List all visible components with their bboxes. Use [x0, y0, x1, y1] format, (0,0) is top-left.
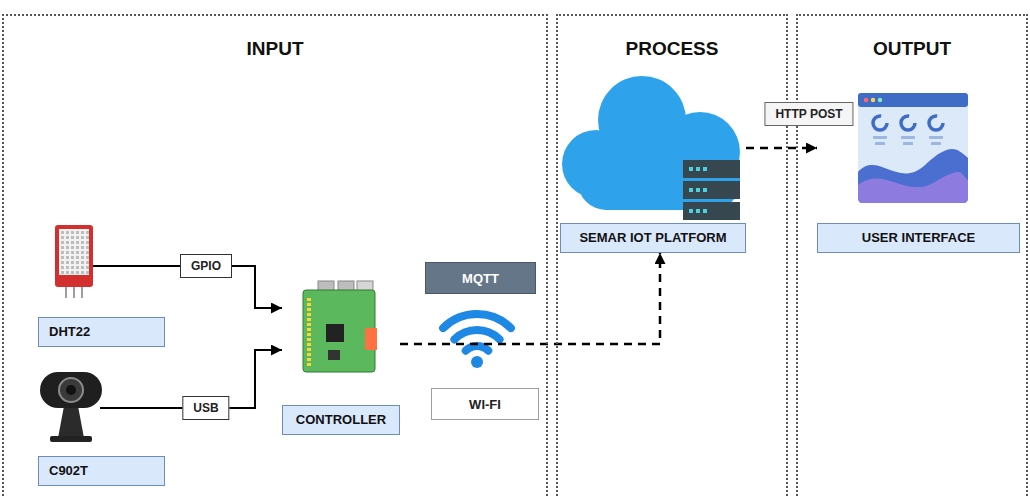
- gauge-line: [901, 136, 915, 139]
- server-icon: [683, 160, 740, 220]
- section-heading: OUTPUT: [798, 16, 1026, 60]
- webcam-base: [50, 436, 92, 442]
- server-unit: [683, 181, 740, 199]
- window-body: [858, 93, 968, 203]
- section-heading: INPUT: [4, 16, 546, 60]
- window-dot: [864, 98, 868, 102]
- dht22-sensor: [55, 225, 166, 298]
- section-panel: OUTPUT USER INTERFACE: [796, 14, 1028, 496]
- gauge: [929, 116, 943, 130]
- sensor-board: [55, 225, 93, 287]
- platform-node: SEMAR IOT PLATFORM: [560, 78, 746, 253]
- area-chart: [858, 172, 968, 203]
- edge-label: USB: [182, 396, 229, 420]
- edge-label-holder: HTTP POST: [764, 102, 853, 126]
- section-heading: PROCESS: [558, 16, 786, 60]
- edge-label: HTTP POST: [764, 102, 853, 126]
- gauge-line: [929, 136, 943, 139]
- section-panel: PROCESS SEMAR IOT PLATFORM: [556, 14, 788, 496]
- gauge: [873, 116, 887, 130]
- node-label: DHT22: [38, 317, 165, 347]
- cloud-part: [578, 150, 740, 210]
- gauge-line: [931, 142, 941, 145]
- sensor-pin: [73, 287, 75, 298]
- node-label: USER INTERFACE: [817, 223, 1020, 253]
- sensor-pin: [65, 287, 67, 298]
- section-panel: INPUT DHT22C902T CONTROLLER MQTT WI-FI: [2, 14, 548, 496]
- pi-chip: [328, 350, 340, 360]
- raspberry-pi: [303, 281, 377, 372]
- protocol-box: MQTT: [425, 262, 536, 294]
- sensor-pin: [81, 287, 83, 298]
- wifi-arc: [466, 346, 489, 351]
- webcam-stand: [58, 406, 84, 438]
- webcam-body: [40, 372, 102, 408]
- wifi-icon: [443, 314, 511, 368]
- dashboard-icon: [858, 93, 968, 203]
- window-dot: [878, 98, 882, 102]
- window-dot: [871, 98, 875, 102]
- wifi-dot: [471, 356, 483, 368]
- webcam-lens: [59, 378, 83, 402]
- box-label: MQTT: [462, 271, 499, 286]
- server-unit: [683, 160, 740, 178]
- gpio-header: [307, 298, 311, 366]
- dashed-connector: [400, 253, 660, 344]
- area-chart: [858, 149, 968, 203]
- edge-label-holder: USB: [182, 396, 229, 420]
- gauge-line: [903, 142, 913, 145]
- server-led: [689, 188, 693, 192]
- sensor-holes: [59, 229, 89, 275]
- wifi-arc: [443, 314, 511, 328]
- edge-label-holder: GPIO: [180, 254, 232, 278]
- server-led: [703, 188, 707, 192]
- usb-wire: [100, 407, 166, 409]
- box-label: WI-FI: [469, 397, 501, 412]
- cloud-icon: [562, 76, 740, 210]
- server-led: [689, 209, 693, 213]
- server-led: [689, 167, 693, 171]
- sensor-wire: [93, 265, 166, 267]
- edge-label: GPIO: [180, 254, 232, 278]
- dashed-connector: [746, 147, 817, 150]
- server-led: [703, 209, 707, 213]
- gauge-line: [873, 136, 887, 139]
- node-label: CONTROLLER: [282, 405, 400, 435]
- node-label: C902T: [38, 456, 165, 486]
- window-bar: [858, 93, 968, 107]
- webcam-lens-core: [66, 385, 76, 395]
- network-box: WI-FI: [431, 388, 539, 420]
- server-unit: [683, 202, 740, 220]
- wifi-arc: [454, 330, 499, 339]
- controller-node: CONTROLLER: [282, 282, 400, 435]
- device-node: DHT22: [38, 222, 165, 347]
- pi-connector: [365, 328, 377, 350]
- node-label: SEMAR IOT PLATFORM: [560, 223, 746, 253]
- server-led: [696, 167, 700, 171]
- server-led: [696, 209, 700, 213]
- device-node: C902T: [38, 368, 165, 486]
- server-led: [703, 167, 707, 171]
- gauge-line: [875, 142, 885, 145]
- gauge: [901, 116, 915, 130]
- pi-chip: [326, 324, 344, 342]
- server-led: [696, 188, 700, 192]
- sensor-grill: [59, 229, 89, 275]
- webcam: [40, 372, 166, 442]
- pi-board: [303, 290, 375, 372]
